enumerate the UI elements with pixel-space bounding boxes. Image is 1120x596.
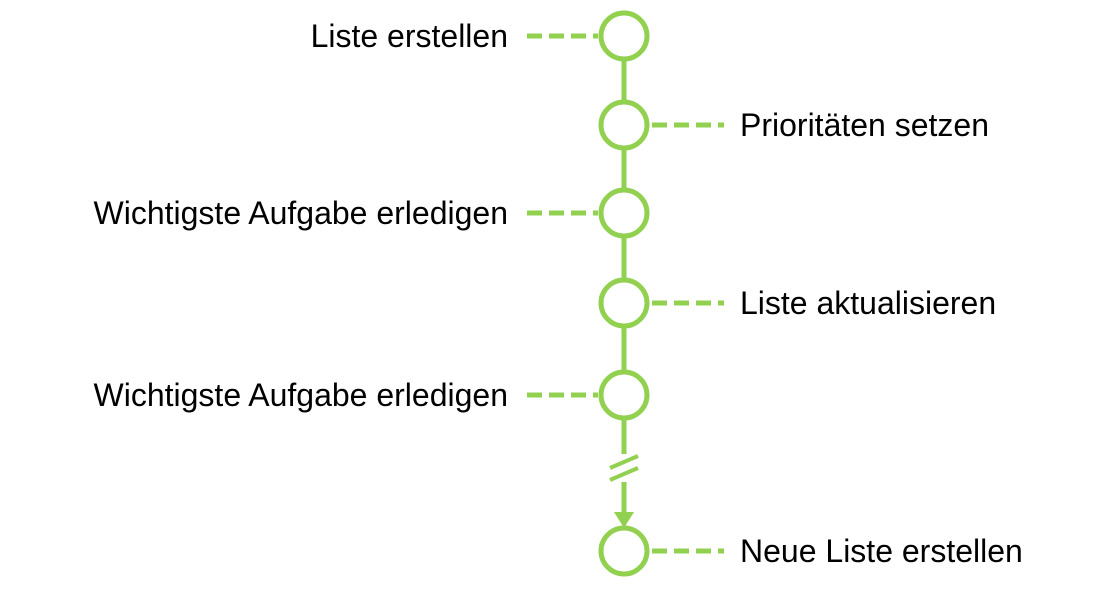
timeline-line-layer bbox=[527, 33, 724, 554]
arrowhead-icon bbox=[614, 512, 634, 528]
break-mark-icon bbox=[609, 454, 639, 482]
timeline-node-layer bbox=[598, 10, 650, 577]
timeline-step-label: Prioritäten setzen bbox=[740, 107, 989, 143]
timeline-step-label: Liste erstellen bbox=[311, 18, 508, 54]
timeline-node bbox=[598, 99, 650, 151]
timeline-step-label: Neue Liste erstellen bbox=[740, 533, 1023, 569]
timeline-node bbox=[598, 10, 650, 62]
timeline-node bbox=[598, 277, 650, 329]
timeline-step-label: Wichtigste Aufgabe erledigen bbox=[94, 377, 508, 413]
timeline-node bbox=[598, 525, 650, 577]
timeline-node bbox=[598, 369, 650, 421]
timeline-step-label: Liste aktualisieren bbox=[740, 285, 996, 321]
timeline-node bbox=[598, 187, 650, 239]
timeline-step-label: Wichtigste Aufgabe erledigen bbox=[94, 195, 508, 231]
